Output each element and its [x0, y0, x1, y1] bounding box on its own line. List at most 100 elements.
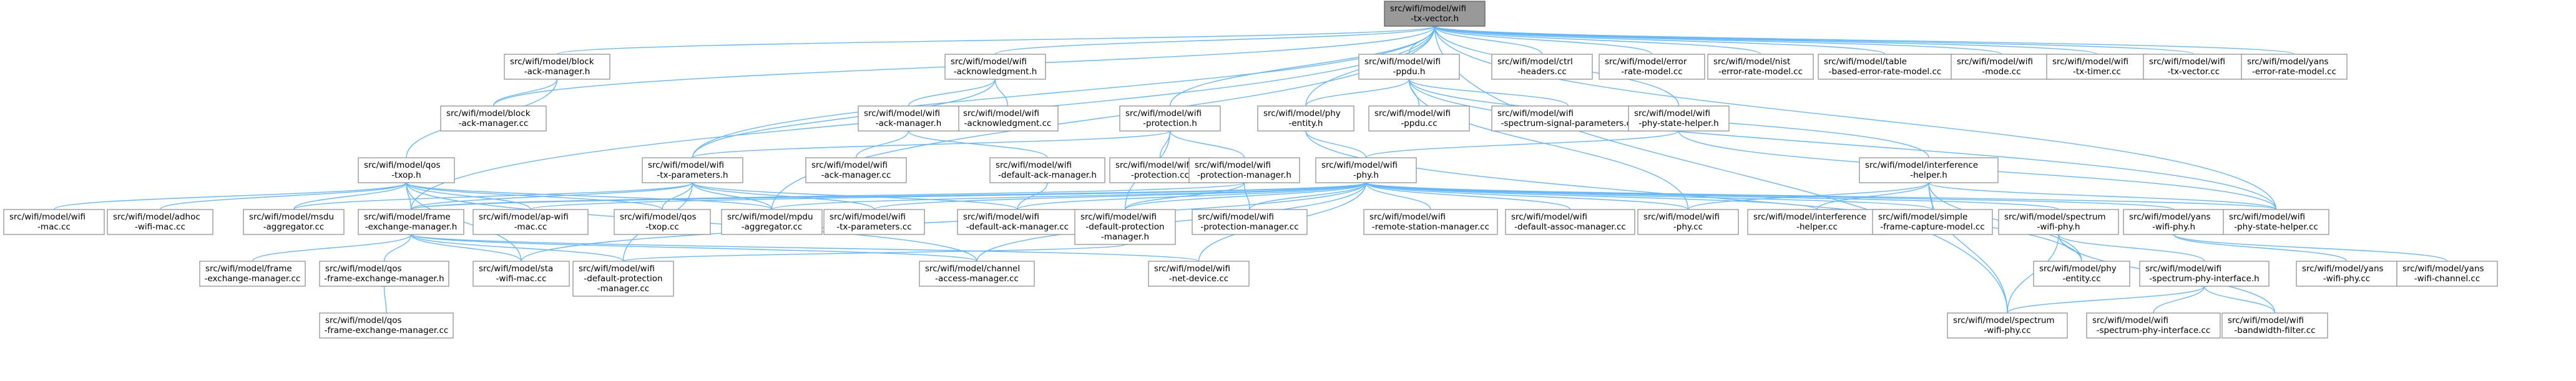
node-label-line: src/wifi/model/wifi [1369, 212, 1446, 222]
graph-node-intf-h[interactable]: src/wifi/model/interference-helper.h [1859, 157, 1999, 183]
graph-node-sta-mac-cc[interactable]: src/wifi/model/sta-wifi-mac.cc [473, 261, 570, 287]
node-box [1859, 157, 1999, 183]
graph-node-mpdu-agg-cc[interactable]: src/wifi/model/mpdu-aggregator.cc [721, 209, 823, 235]
node-label-line: -ppdu.h [1393, 67, 1426, 77]
node-box [1951, 54, 2052, 80]
node-label-line: src/wifi/model/spectrum [1953, 316, 2055, 326]
dependency-edge [1431, 21, 1653, 55]
node-label-line: -tx-vector.cc [2168, 67, 2220, 77]
graph-node-ack-cc[interactable]: src/wifi/model/wifi-acknowledgment.cc [957, 105, 1059, 132]
graph-node-adhoc-cc[interactable]: src/wifi/model/adhoc-wifi-mac.cc [107, 209, 213, 235]
node-label-line: src/wifi/model/wifi [963, 212, 1039, 222]
node-label-line: src/wifi/model/wifi [830, 212, 906, 222]
graph-node-prot-h[interactable]: src/wifi/model/wifi-protection.h [1119, 105, 1221, 132]
graph-node-phy-entity-h[interactable]: src/wifi/model/phy-entity.h [1257, 105, 1354, 132]
node-box [1599, 54, 1705, 80]
dependency-edge [1926, 177, 2008, 314]
node-label-line: src/wifi/model/wifi [1195, 160, 1271, 170]
graph-node-txvec-cc[interactable]: src/wifi/model/wifi-tx-vector.cc [2143, 54, 2245, 80]
node-label-line: src/wifi/model/simple [1878, 212, 1967, 222]
dependency-edge [908, 74, 999, 107]
graph-node-phy-entity-cc[interactable]: src/wifi/model/phy-entity.cc [2033, 261, 2130, 287]
graph-node-error-rate-cc[interactable]: src/wifi/model/error-rate-model.cc [1599, 54, 1705, 80]
node-box [3, 209, 105, 235]
graph-node-ppdu-h[interactable]: src/wifi/model/wifi-ppdu.h [1358, 54, 1460, 80]
graph-node-phy-cc[interactable]: src/wifi/model/wifi-phy.cc [1637, 209, 1739, 235]
graph-node-intf-cc[interactable]: src/wifi/model/interference-helper.cc [1747, 209, 1887, 235]
graph-node-msdu-agg-cc[interactable]: src/wifi/model/msdu-aggregator.cc [243, 209, 345, 235]
graph-node-def-ack-h[interactable]: src/wifi/model/wifi-default-ack-manager.… [989, 157, 1105, 183]
graph-node-prot-mgr-h[interactable]: src/wifi/model/wifi-protection-manager.h [1188, 157, 1300, 183]
node-label-line: src/wifi/model/wifi [1634, 109, 1710, 118]
dependency-edge [408, 229, 624, 262]
graph-node-spi-cc[interactable]: src/wifi/model/wifi-spectrum-phy-interfa… [2086, 312, 2221, 339]
graph-node-fem-h[interactable]: src/wifi/model/frame-exchange-manager.h [358, 209, 464, 235]
graph-node-psh-h[interactable]: src/wifi/model/wifi-phy-state-helper.h [1628, 105, 1730, 132]
node-label-line: -frame-capture-model.cc [1880, 222, 1985, 232]
graph-node-nist-cc[interactable]: src/wifi/model/nist-error-rate-model.cc [1707, 54, 1814, 80]
node-label-line: src/wifi/model/wifi [963, 109, 1039, 118]
graph-node-ack-mgr-cc[interactable]: src/wifi/model/wifi-ack-manager.cc [805, 157, 907, 183]
graph-node-txvec-h[interactable]: src/wifi/model/wifi-tx-vector.h [1384, 1, 1486, 27]
graph-node-netdev-cc[interactable]: src/wifi/model/wifi-net-device.cc [1148, 261, 1250, 287]
graph-node-ack-h[interactable]: src/wifi/model/wifi-acknowledgment.h [944, 54, 1046, 80]
graph-node-phy-h[interactable]: src/wifi/model/wifi-phy.h [1315, 157, 1417, 183]
dependency-edge [689, 177, 773, 210]
node-label-line: src/wifi/model/channel [925, 264, 1020, 274]
graph-node-txtimer-cc[interactable]: src/wifi/model/wifi-tx-timer.cc [2046, 54, 2148, 80]
graph-node-def-prot-cc[interactable]: src/wifi/model/wifi-default-protection-m… [572, 261, 674, 297]
node-label-line: src/wifi/model/yans [2402, 264, 2484, 274]
graph-node-qos-txop-cc[interactable]: src/wifi/model/qos-txop.cc [614, 209, 711, 235]
dependency-edge [1363, 177, 1818, 210]
node-box [572, 261, 674, 297]
dependency-edge [403, 177, 663, 210]
graph-node-qos-fem-h[interactable]: src/wifi/model/qos-frame-exchange-manage… [319, 261, 449, 287]
graph-node-ppdu-cc[interactable]: src/wifi/model/wifi-ppdu.cc [1368, 105, 1470, 132]
graph-node-yans-phy-cc[interactable]: src/wifi/model/yans-wifi-phy.cc [2296, 261, 2397, 287]
graph-node-spec-phy-cc[interactable]: src/wifi/model/spectrum-wifi-phy.cc [1947, 312, 2068, 339]
graph-node-spi-h[interactable]: src/wifi/model/wifi-spectrum-phy-interfa… [2139, 261, 2270, 287]
graph-node-txparams-h[interactable]: src/wifi/model/wifi-tx-parameters.h [642, 157, 743, 183]
graph-node-prot-mgr-cc[interactable]: src/wifi/model/wifi-protection-manager.c… [1192, 209, 1308, 235]
node-label-line: src/wifi/model/wifi [1497, 109, 1574, 118]
node-label-line: -ppdu.cc [1401, 118, 1437, 128]
graph-node-ack-mgr-h[interactable]: src/wifi/model/wifi-ack-manager.h [858, 105, 959, 132]
graph-node-yans-chan-cc[interactable]: src/wifi/model/yans-wifi-channel.cc [2396, 261, 2498, 287]
graph-node-yans-err-cc[interactable]: src/wifi/model/yans-error-rate-model.cc [2241, 54, 2348, 80]
graph-node-spec-phy-h[interactable]: src/wifi/model/spectrum-wifi-phy.h [1998, 209, 2119, 235]
graph-node-wifi-mac-cc[interactable]: src/wifi/model/wifi-mac.cc [3, 209, 105, 235]
graph-node-frame-fem-cc[interactable]: src/wifi/model/frame-exchange-manager.cc [199, 261, 306, 287]
node-box [2241, 54, 2348, 80]
graph-node-def-ack-cc[interactable]: src/wifi/model/wifi-default-ack-manager.… [957, 209, 1078, 235]
node-box [1998, 209, 2119, 235]
graph-node-txparams-cc[interactable]: src/wifi/model/wifi-tx-parameters.cc [823, 209, 925, 235]
graph-node-def-prot-h[interactable]: src/wifi/model/wifi-default-protection-m… [1074, 209, 1176, 245]
graph-node-mode-cc[interactable]: src/wifi/model/wifi-mode.cc [1951, 54, 2052, 80]
dependency-edge [53, 177, 409, 210]
graph-node-spectrum-sig-cc[interactable]: src/wifi/model/wifi-spectrum-signal-para… [1491, 105, 1645, 132]
node-label-line: src/wifi/model/adhoc [113, 212, 200, 222]
node-box [1747, 209, 1887, 235]
node-label-line: src/wifi/model/wifi [2145, 264, 2221, 274]
node-label-line: -spectrum-phy-interface.cc [2097, 326, 2211, 335]
graph-node-ctrl-h[interactable]: src/wifi/model/ctrl-headers.cc [1491, 54, 1593, 80]
graph-node-yans-phy-h[interactable]: src/wifi/model/yans-wifi-phy.h [2123, 209, 2225, 235]
graph-node-channel-cc[interactable]: src/wifi/model/channel-access-manager.cc [919, 261, 1035, 287]
node-label-line: src/wifi/model/wifi [1154, 264, 1230, 274]
graph-node-block-ack-cc[interactable]: src/wifi/model/block-ack-manager.cc [440, 105, 547, 132]
graph-node-qos-fem-cc[interactable]: src/wifi/model/qos-frame-exchange-manage… [319, 312, 454, 339]
node-label-line: -txop.h [391, 170, 421, 180]
graph-node-simple-cc[interactable]: src/wifi/model/simple-frame-capture-mode… [1872, 209, 1993, 235]
graph-node-ap-mac-cc[interactable]: src/wifi/model/ap-wifi-mac.cc [473, 209, 589, 235]
graph-node-psh-cc[interactable]: src/wifi/model/wifi-phy-state-helper.cc [2223, 209, 2329, 235]
graph-node-def-assoc-cc[interactable]: src/wifi/model/wifi-default-assoc-manage… [1505, 209, 1635, 235]
graph-node-table-cc[interactable]: src/wifi/model/table-based-error-rate-mo… [1818, 54, 1952, 80]
dependency-edge [383, 229, 414, 262]
graph-node-block-ack-h[interactable]: src/wifi/model/block-ack-manager.h [504, 54, 610, 80]
graph-node-qos-txop-h[interactable]: src/wifi/model/qos-txop.h [358, 157, 455, 183]
graph-node-bw-cc[interactable]: src/wifi/model/wifi-bandwidth-filter.cc [2221, 312, 2328, 339]
node-label-line: src/wifi/model/table [1824, 57, 1907, 67]
dependency-edge [622, 239, 1129, 262]
graph-node-rsm-cc[interactable]: src/wifi/model/wifi-remote-station-manag… [1363, 209, 1498, 235]
node-label-line: -headers.cc [1517, 67, 1567, 77]
